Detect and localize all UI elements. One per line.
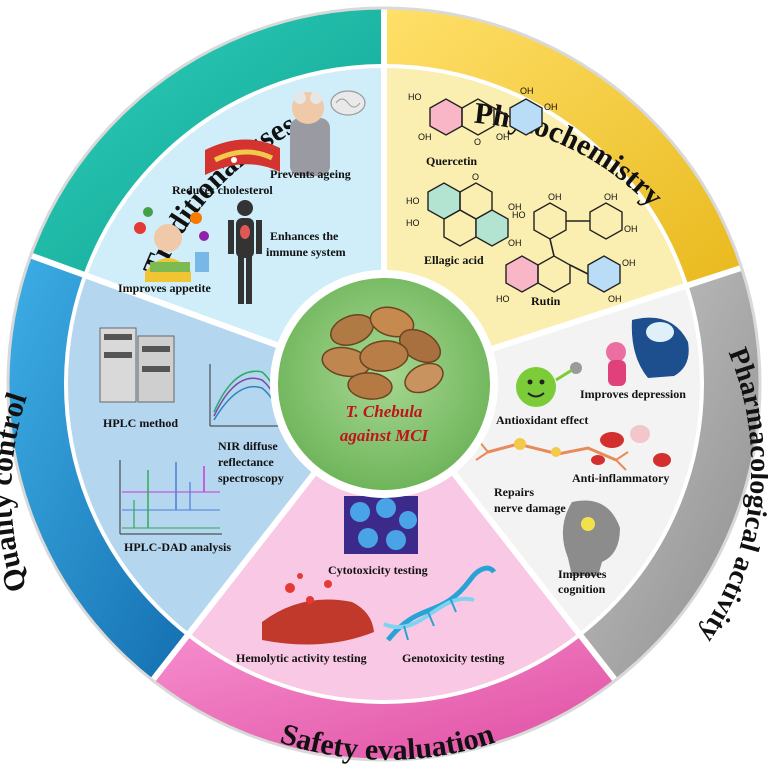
svg-text:HO: HO: [406, 218, 420, 228]
svg-text:HO: HO: [496, 294, 510, 304]
human-body-icon: [228, 200, 262, 304]
outer-band-safety-evaluation: [152, 634, 616, 760]
label-cytotoxicity-testing: Cytotoxicity testing: [328, 563, 428, 577]
center-title-line2: against MCI: [340, 426, 430, 445]
svg-text:OH: OH: [496, 132, 510, 142]
label-immune-system: immune system: [266, 245, 346, 259]
label-improves: Improves: [558, 567, 607, 581]
cells-icon: [344, 496, 418, 554]
label-enhances-the: Enhances the: [270, 229, 339, 243]
label-quercetin: Quercetin: [426, 154, 477, 168]
depression-head-icon: [606, 317, 689, 386]
svg-text:OH: OH: [604, 192, 618, 202]
blood-vessel-icon: [205, 139, 280, 175]
label-antioxidant-effect: Antioxidant effect: [496, 413, 588, 427]
fruit-icon: [321, 306, 444, 400]
traditional-uses-panel: Prevents ageing Reduces cholesterol Enha…: [118, 90, 366, 304]
inner-panel-safety-evaluation: [188, 473, 580, 702]
sector-separators: [6, 6, 762, 762]
center-title-line1: T. Chebula: [346, 402, 423, 421]
inner-panel-pharmacological-activity: [454, 285, 702, 635]
brain-icon: [330, 90, 366, 116]
sector-divider: [29, 252, 278, 348]
svg-text:OH: OH: [548, 192, 562, 202]
dna-helix-icon: [383, 565, 497, 642]
sector-divider: [491, 264, 743, 352]
label-reflectance: reflectance: [218, 455, 274, 469]
label-improves-appetite: Improves appetite: [118, 281, 211, 295]
outer-band-pharmacological-activity: [579, 267, 760, 681]
center-hub: T. Chebula against MCI: [270, 270, 498, 498]
label-cognition: cognition: [558, 582, 606, 596]
label-improves-depression: Improves depression: [580, 387, 686, 401]
band-divider-ring: [64, 64, 704, 704]
red-blood-cells-icon: [591, 425, 671, 467]
label-hplc-dad-analysis: HPLC-DAD analysis: [124, 540, 231, 554]
hemolysis-tissue-icon: [262, 573, 374, 645]
quercetin-structure: HO OH OH OH O OH: [408, 86, 558, 147]
label-anti-inflammatory: Anti-inflammatory: [572, 471, 669, 485]
label-repairs: Repairs: [494, 485, 534, 499]
outer-band-quality-control: [7, 255, 189, 681]
sector-divider: [150, 471, 317, 683]
rutin-structure: HO OH OH OH HO OH OH: [496, 192, 638, 304]
hplc-instrument-icon: [99, 327, 175, 403]
label-spectroscopy: spectroscopy: [218, 471, 284, 485]
svg-text:O: O: [472, 172, 479, 182]
appetite-person-icon: [134, 207, 209, 282]
label-ellagic-acid: Ellagic acid: [424, 253, 484, 267]
svg-text:OH: OH: [544, 102, 558, 112]
ellagic-acid-structure: HO HO OH OH O: [406, 172, 522, 248]
label-genotoxicity-testing: Genotoxicity testing: [402, 651, 504, 665]
safety-panel: Cytotoxicity testing Hemolytic activity …: [236, 496, 504, 665]
outer-border-ring: [6, 6, 762, 762]
label-reduces-cholesterol: Reduces cholesterol: [172, 183, 273, 197]
neuron-icon: [475, 438, 629, 471]
cognition-head-icon: [562, 500, 620, 576]
svg-text:OH: OH: [622, 258, 636, 268]
outer-band-traditional-uses: [30, 8, 385, 276]
label-nir-diffuse: NIR diffuse: [218, 439, 278, 453]
antioxidant-smiley-icon: [516, 362, 582, 407]
label-rutin: Rutin: [531, 294, 561, 308]
sector-divider: [451, 471, 618, 683]
svg-text:OH: OH: [520, 86, 534, 96]
phytochemistry-panel: HO OH OH OH O OH Quercetin HO HO OH OH O…: [406, 86, 638, 308]
label-hemolytic-activity-testing: Hemolytic activity testing: [236, 651, 367, 665]
pharmacological-panel: Improves depression Antioxidant effect A…: [475, 317, 689, 596]
svg-text:HO: HO: [408, 92, 422, 102]
svg-text:HO: HO: [406, 196, 420, 206]
svg-text:OH: OH: [508, 238, 522, 248]
svg-text:OH: OH: [608, 294, 622, 304]
svg-text:OH: OH: [624, 224, 638, 234]
svg-text:OH: OH: [418, 132, 432, 142]
label-nerve-damage: nerve damage: [494, 501, 566, 515]
elderly-person-icon: [290, 92, 330, 176]
label-hplc-method: HPLC method: [103, 416, 178, 430]
svg-text:OH: OH: [508, 202, 522, 212]
label-prevents-ageing: Prevents ageing: [270, 167, 351, 181]
hplc-chromatogram-icon: [119, 460, 222, 535]
svg-text:O: O: [474, 137, 481, 147]
svg-text:HO: HO: [512, 210, 526, 220]
quality-control-panel: HPLC method NIR diffuse reflectance spec…: [99, 327, 284, 554]
